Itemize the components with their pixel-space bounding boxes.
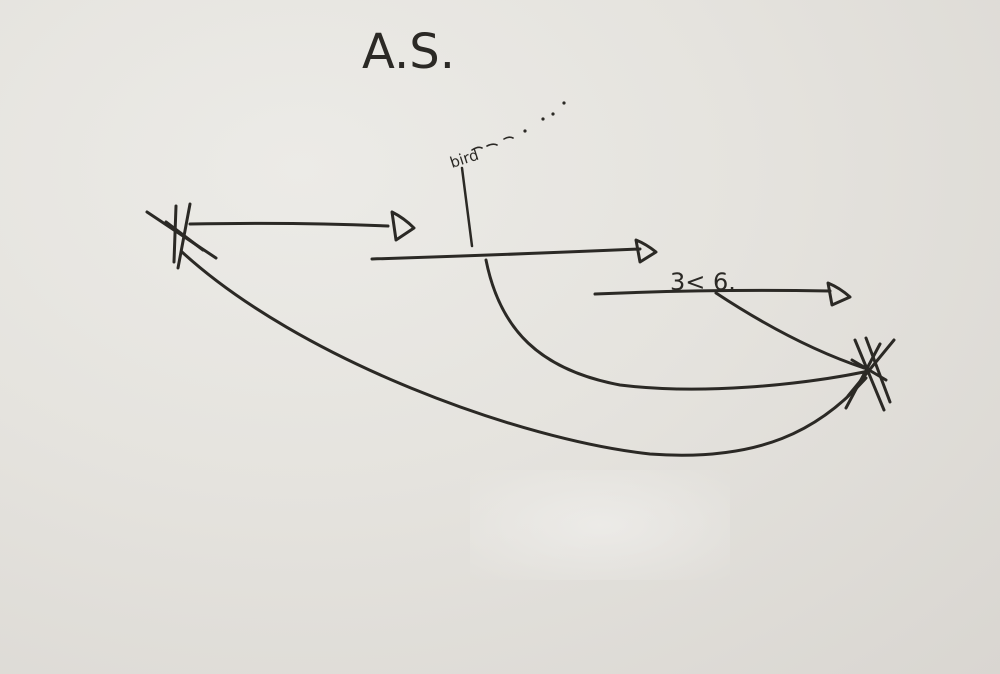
dot (541, 117, 545, 121)
curve-long (180, 250, 868, 457)
arrowhead-2 (634, 238, 658, 264)
curve-middle (484, 258, 866, 391)
note-top: bird (448, 146, 481, 172)
arrow-line-1 (188, 221, 390, 228)
note-top-scribble (471, 136, 514, 151)
arrow-line-3 (593, 288, 832, 296)
dot (562, 101, 566, 105)
end-node-cross (844, 336, 896, 412)
arrowhead-1 (390, 210, 416, 242)
curve-short (714, 291, 866, 370)
start-node-cross (145, 202, 218, 270)
arrow-line-2 (370, 247, 642, 261)
arrowhead-3 (826, 281, 852, 307)
dot (551, 112, 555, 116)
diagram-title: A.S. (362, 24, 455, 80)
note-connector-line (460, 166, 474, 248)
dot (523, 129, 527, 133)
